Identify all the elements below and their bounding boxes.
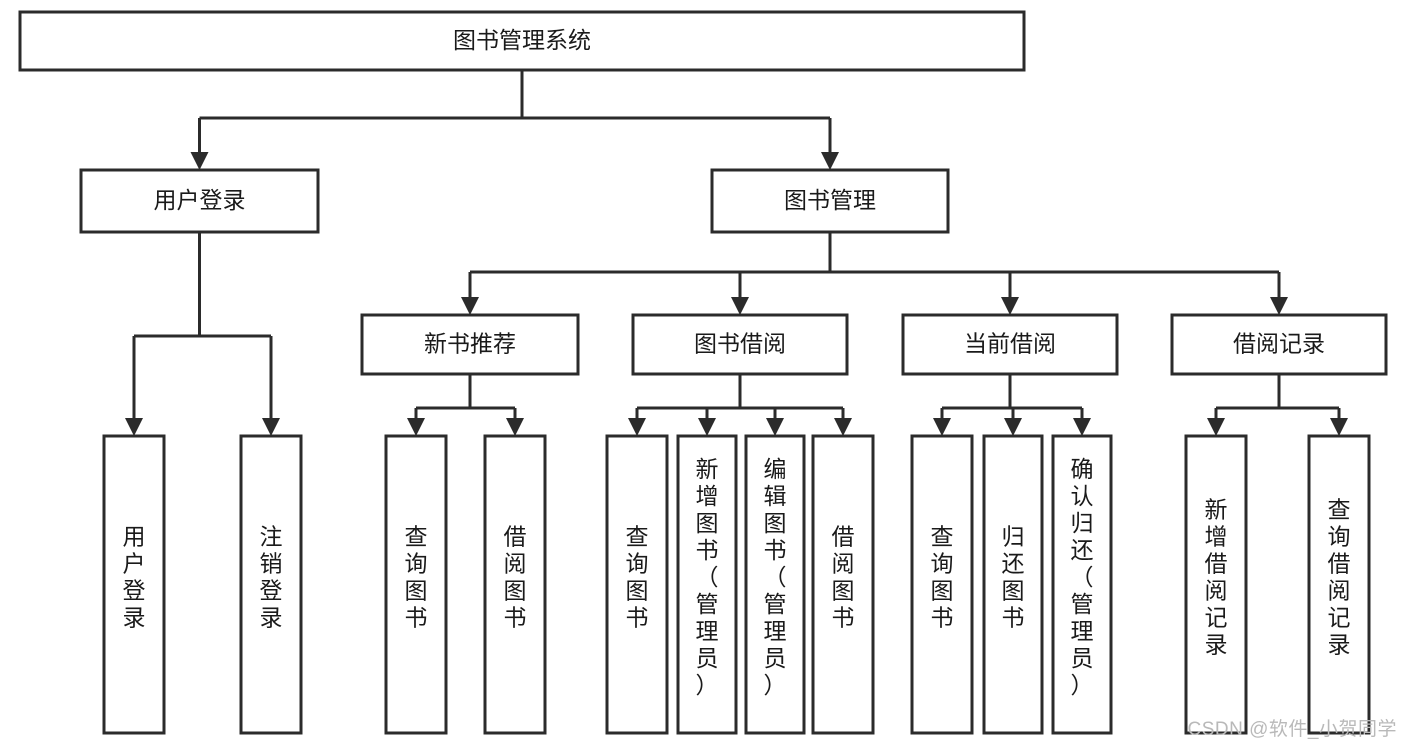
- node-leaf-11[interactable]: 新增借阅记录: [1184, 434, 1248, 735]
- node-label: 注销登录: [260, 524, 283, 631]
- node-label: 新增借阅记录: [1205, 497, 1228, 658]
- arrow-l3-3-head: [1270, 297, 1288, 315]
- node-box: [1170, 313, 1388, 376]
- arrow-leaf-4-1-head: [1330, 418, 1348, 436]
- node-label: 归还图书: [1002, 524, 1025, 631]
- connector-layer: [125, 70, 1348, 436]
- arrow-l3-2-head: [1001, 297, 1019, 315]
- node-leaf-4[interactable]: 查询图书: [605, 434, 669, 735]
- node-leaf-10[interactable]: 确认归还（管理员）: [1051, 434, 1113, 735]
- arrow-leaf-3-1-head: [1004, 418, 1022, 436]
- node-box: [901, 313, 1119, 376]
- arrow-l3-1-head: [731, 297, 749, 315]
- node-box: [605, 434, 669, 735]
- node-label: 查询图书: [405, 524, 428, 631]
- node-box: [239, 434, 303, 735]
- node-l3-1[interactable]: 图书借阅: [631, 313, 849, 376]
- arrow-leaf-1-1-head: [506, 418, 524, 436]
- node-leaf-3[interactable]: 借阅图书: [483, 434, 547, 735]
- node-box: [360, 313, 580, 376]
- node-layer: 图书管理系统用户登录图书管理新书推荐图书借阅当前借阅借阅记录用户登录注销登录查询…: [18, 10, 1388, 735]
- arrow-leaf-2-0-head: [628, 418, 646, 436]
- node-box: [910, 434, 974, 735]
- node-leaf-9[interactable]: 归还图书: [982, 434, 1044, 735]
- node-label: 图书管理: [784, 187, 876, 213]
- node-leaf-6[interactable]: 编辑图书（管理员）: [744, 434, 806, 735]
- node-label: 新增图书（管理员）: [696, 456, 719, 698]
- node-box: [1051, 434, 1113, 735]
- node-leaf-0[interactable]: 用户登录: [102, 434, 166, 735]
- node-label: 图书借阅: [694, 331, 786, 357]
- arrow-leaf-0-1-head: [262, 418, 280, 436]
- node-box: [18, 10, 1026, 72]
- arrow-l2-1-head: [821, 152, 839, 170]
- node-l3-0[interactable]: 新书推荐: [360, 313, 580, 376]
- arrow-leaf-1-0-head: [407, 418, 425, 436]
- node-box: [1307, 434, 1371, 735]
- node-l3-2[interactable]: 当前借阅: [901, 313, 1119, 376]
- node-leaf-7[interactable]: 借阅图书: [811, 434, 875, 735]
- node-box: [384, 434, 448, 735]
- node-box: [79, 168, 320, 234]
- node-label: 当前借阅: [964, 331, 1056, 357]
- node-leaf-8[interactable]: 查询图书: [910, 434, 974, 735]
- arrow-leaf-3-0-head: [933, 418, 951, 436]
- node-l2-1[interactable]: 图书管理: [710, 168, 950, 234]
- arrow-leaf-2-2-head: [766, 418, 784, 436]
- node-root-0[interactable]: 图书管理系统: [18, 10, 1026, 72]
- node-label: 图书管理系统: [453, 27, 591, 53]
- node-label: 借阅图书: [832, 524, 855, 631]
- node-leaf-12[interactable]: 查询借阅记录: [1307, 434, 1371, 735]
- node-box: [744, 434, 806, 735]
- node-label: 查询图书: [931, 524, 954, 631]
- node-label: 查询借阅记录: [1328, 497, 1351, 658]
- node-leaf-2[interactable]: 查询图书: [384, 434, 448, 735]
- node-box: [483, 434, 547, 735]
- node-label: 借阅图书: [504, 524, 527, 631]
- arrow-l2-0-head: [190, 152, 209, 170]
- node-box: [1184, 434, 1248, 735]
- node-box: [631, 313, 849, 376]
- arrow-leaf-0-0-head: [125, 418, 143, 436]
- node-label: 借阅记录: [1233, 331, 1325, 357]
- arrow-leaf-2-3-head: [834, 418, 852, 436]
- node-l3-3[interactable]: 借阅记录: [1170, 313, 1388, 376]
- node-label: 用户登录: [154, 187, 246, 213]
- node-label: 编辑图书（管理员）: [764, 456, 787, 698]
- node-label: 新书推荐: [424, 331, 516, 357]
- node-leaf-1[interactable]: 注销登录: [239, 434, 303, 735]
- arrow-leaf-2-1-head: [698, 418, 716, 436]
- node-label: 查询图书: [626, 524, 649, 631]
- node-box: [710, 168, 950, 234]
- node-box: [811, 434, 875, 735]
- arrow-leaf-3-2-head: [1073, 418, 1091, 436]
- node-label: 确认归还（管理员）: [1071, 456, 1094, 698]
- node-box: [102, 434, 166, 735]
- node-box: [676, 434, 738, 735]
- arrow-l3-0-head: [461, 297, 479, 315]
- node-label: 用户登录: [123, 524, 146, 631]
- arrow-leaf-4-0-head: [1207, 418, 1225, 436]
- node-l2-0[interactable]: 用户登录: [79, 168, 320, 234]
- node-box: [982, 434, 1044, 735]
- node-leaf-5[interactable]: 新增图书（管理员）: [676, 434, 738, 735]
